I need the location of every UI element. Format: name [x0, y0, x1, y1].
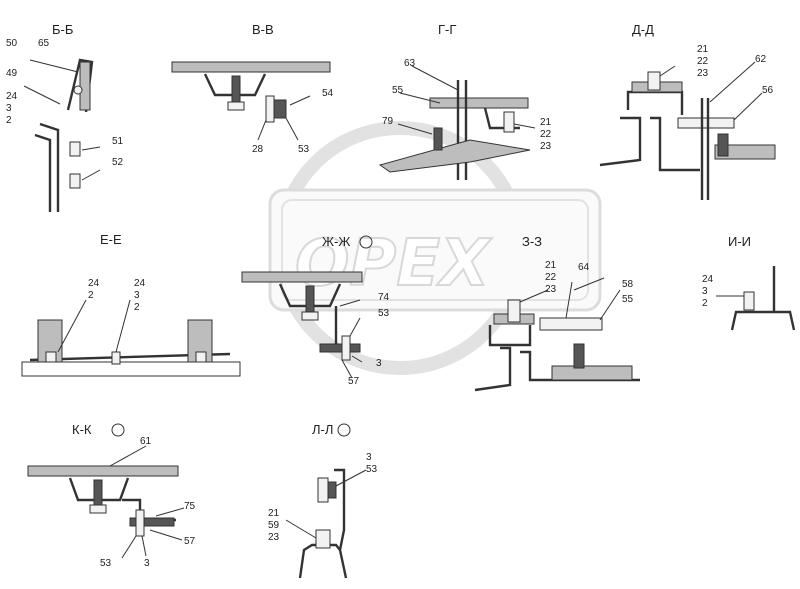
view-kk: К-К 61 75 57 53 3	[27, 422, 196, 569]
callout-label: 50	[6, 38, 18, 49]
callout-label: 63	[404, 58, 416, 69]
callout-label: 53	[366, 464, 378, 475]
callout-label: 55	[392, 85, 404, 96]
view-vv: В-В 54 28 53	[171, 22, 334, 155]
callout-label: 54	[322, 88, 334, 99]
view-bb: Б-Б 50 65 49 24 3 2 51 52	[6, 22, 124, 212]
callout-label: 49	[6, 68, 18, 79]
callout-label: 28	[252, 144, 264, 155]
callout-label: 23	[540, 141, 552, 152]
view-dd: Д-Д 21 22 23 62 56	[599, 22, 776, 200]
callout-label: 3	[376, 358, 382, 369]
callout-label: 2	[702, 298, 708, 309]
view-gg: Г-Г 63 55 79 21 22 23	[378, 22, 552, 180]
view-ee: Е-Е 24 2 24 3 2	[21, 232, 241, 377]
section-title-zhzh: Ж-Ж	[322, 234, 350, 249]
callout-label: 53	[100, 558, 112, 569]
view-zhzh: Ж-Ж 74 53 3 57	[241, 234, 390, 387]
view-ll: Л-Л 3 53 21 59 23	[268, 422, 378, 579]
callout-label: 21	[268, 508, 280, 519]
section-marker-icon	[337, 423, 351, 437]
callout-label: 75	[184, 501, 196, 512]
section-title-gg: Г-Г	[438, 22, 456, 37]
section-title-ll: Л-Л	[312, 422, 333, 437]
callout-label: 51	[112, 136, 124, 147]
callout-label: 22	[697, 56, 709, 67]
section-marker-icon	[111, 423, 125, 437]
callout-label: 2	[134, 302, 140, 313]
view-ii: И-И 24 3 2	[702, 234, 796, 331]
callout-label: 55	[622, 294, 634, 305]
section-marker-icon	[359, 235, 373, 249]
callout-label: 3	[6, 103, 12, 114]
callout-label: 61	[140, 436, 152, 447]
callout-label: 22	[540, 129, 552, 140]
callout-label: 58	[622, 279, 634, 290]
callout-label: 62	[755, 54, 767, 65]
callout-label: 23	[268, 532, 280, 543]
callout-label: 24	[134, 278, 146, 289]
watermark-text: OPEX	[295, 227, 492, 301]
callout-label: 74	[378, 292, 390, 303]
section-title-ii: И-И	[728, 234, 751, 249]
callout-label: 79	[382, 116, 394, 127]
view-zz: З-З 21 22 23 64 58 55	[474, 234, 640, 392]
callout-label: 24	[702, 274, 714, 285]
callout-label: 53	[298, 144, 310, 155]
section-title-vv: В-В	[252, 22, 274, 37]
callout-label: 23	[697, 68, 709, 79]
callout-label: 21	[540, 117, 552, 128]
callout-label: 64	[578, 262, 590, 273]
callout-label: 3	[134, 290, 140, 301]
callout-label: 2	[6, 115, 12, 126]
section-title-zz: З-З	[522, 234, 542, 249]
callout-label: 3	[366, 452, 372, 463]
callout-label: 53	[378, 308, 390, 319]
callout-label: 2	[88, 290, 94, 301]
callout-label: 52	[112, 157, 124, 168]
callout-label: 21	[545, 260, 557, 271]
callout-label: 23	[545, 284, 557, 295]
callout-label: 65	[38, 38, 50, 49]
callout-label: 3	[702, 286, 708, 297]
callout-label: 57	[348, 376, 360, 387]
callout-label: 56	[762, 85, 774, 96]
callout-label: 59	[268, 520, 280, 531]
callout-label: 22	[545, 272, 557, 283]
callout-label: 24	[88, 278, 100, 289]
callout-label: 21	[697, 44, 709, 55]
callout-label: 57	[184, 536, 196, 547]
section-title-dd: Д-Д	[632, 22, 654, 37]
callout-label: 3	[144, 558, 150, 569]
section-title-kk: К-К	[72, 422, 92, 437]
section-title-bb: Б-Б	[52, 22, 73, 37]
callout-label: 24	[6, 91, 18, 102]
section-title-ee: Е-Е	[100, 232, 122, 247]
